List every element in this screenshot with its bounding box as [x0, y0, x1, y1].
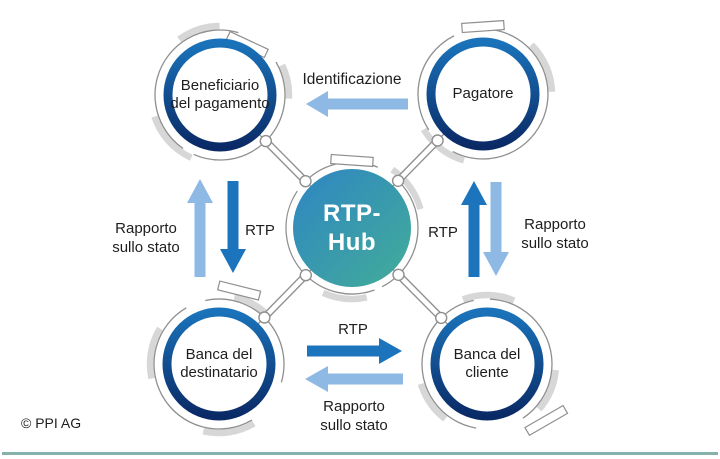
- circle-destinatario: [162, 307, 276, 421]
- bottom-accent-line: [2, 452, 718, 455]
- label-destinatario: Banca del destinatario: [159, 312, 279, 416]
- connector-cliente: [386, 262, 453, 330]
- label-cliente: Banca del cliente: [427, 312, 547, 416]
- label-cliente-line2: cliente: [465, 364, 509, 381]
- label-rtp-left: RTP: [245, 222, 275, 239]
- label-pagatore: Pagatore: [423, 42, 543, 146]
- label-beneficiario: Beneficiario del pagamento: [160, 43, 280, 147]
- label-rtp-hub-line1: RTP-: [323, 200, 381, 227]
- label-destinatario-line2: destinatario: [180, 364, 258, 381]
- arrow-rapporto-left-up: [187, 179, 213, 277]
- arrow-rapporto-right-down: [483, 182, 509, 276]
- label-rapporto-right: Rapporto sullo stato: [485, 215, 625, 253]
- label-rapporto-bottom-line2: sullo stato: [320, 417, 388, 434]
- copyright-text: © PPI AG: [21, 415, 82, 431]
- circle-rtp-hub: [293, 169, 411, 287]
- label-rtp-hub: RTP- Hub: [292, 176, 412, 280]
- connector-pagatore: [386, 128, 450, 193]
- circle-pagatore: [426, 37, 540, 151]
- arrow-rtp-bottom-right: [307, 338, 402, 364]
- connector-beneficiario: [254, 129, 318, 194]
- label-cliente-line1: Banca del: [453, 345, 521, 363]
- label-identificazione: Identificazione: [302, 71, 402, 88]
- connector-destinatario: [252, 263, 318, 330]
- connectors: [252, 128, 453, 330]
- circle-cliente: [430, 307, 544, 421]
- label-rapporto-left-line1: Rapporto: [115, 220, 177, 237]
- flow-arrows: [187, 91, 509, 392]
- entity-circles: [162, 37, 544, 421]
- label-rapporto-left: Rapporto sullo stato: [76, 219, 216, 257]
- label-rapporto-right-line2: sullo stato: [521, 235, 589, 252]
- label-rapporto-bottom-line1: Rapporto: [323, 398, 385, 415]
- arrow-rtp-right-up: [461, 181, 487, 277]
- arrow-rtp-left-down: [220, 181, 246, 273]
- label-rtp-right: RTP: [428, 224, 458, 241]
- arrow-rapporto-bottom-left: [305, 366, 403, 392]
- label-rapporto-left-line2: sullo stato: [112, 239, 180, 256]
- circle-beneficiario: [163, 38, 277, 152]
- label-rtp-hub-line2: Hub: [327, 229, 377, 256]
- label-rtp-bottom: RTP: [338, 321, 368, 338]
- decorative-tabs: [216, 19, 569, 437]
- label-beneficiario-line2: del pagamento: [170, 95, 270, 112]
- arrow-identificazione-left: [306, 91, 408, 117]
- label-beneficiario-line1: Beneficiario: [180, 76, 260, 94]
- label-pagatore-line1: Pagatore: [452, 84, 514, 102]
- label-rapporto-bottom: Rapporto sullo stato: [284, 397, 424, 435]
- label-destinatario-line1: Banca del: [185, 345, 253, 363]
- label-rapporto-right-line1: Rapporto: [524, 216, 586, 233]
